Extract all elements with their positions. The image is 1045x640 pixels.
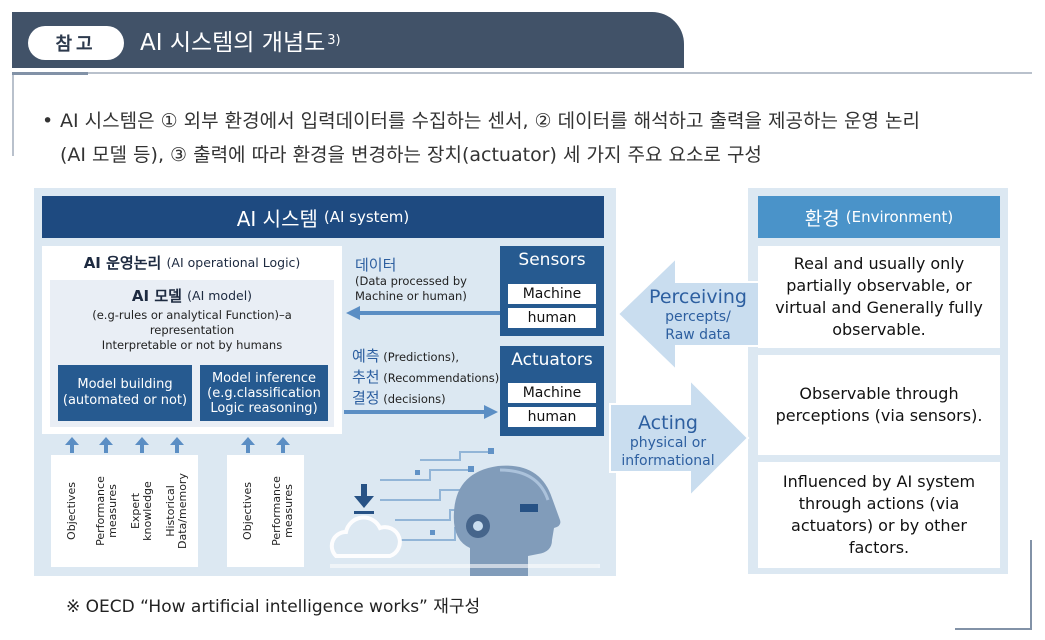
frame-right-line	[1030, 540, 1032, 630]
operational-logic-title-ko: AI 운영논리	[83, 254, 162, 272]
ai-model-description: (e.g-rules or analytical Function)–a rep…	[50, 308, 334, 353]
input-column: Historical Data/memory	[156, 455, 198, 567]
frame-left-line	[12, 72, 14, 156]
environment-box-observability: Real and usually only partially observab…	[758, 246, 1000, 348]
actuators-machine: Machine	[508, 383, 596, 403]
ai-model-title: AI 모델 (AI model)	[50, 285, 334, 306]
frame-bottom-line	[955, 628, 1032, 630]
ai-system-title-en: (AI system)	[323, 208, 410, 226]
ai-model-desc-line-2: Interpretable or not by humans	[101, 338, 283, 352]
data-description: (Data processed by Machine or human)	[355, 274, 467, 304]
environment-header: 환경 (Environment)	[758, 196, 1000, 238]
frame-corner-mark	[12, 72, 88, 75]
intro-line-1: • AI 시스템은 ① 외부 환경에서 입력데이터를 수집하는 센서, ② 데이터…	[42, 104, 1022, 138]
model-building-line-1: Model building	[77, 377, 173, 392]
output-ko: 예측	[352, 347, 380, 365]
input-column-label: Performance measures	[270, 476, 295, 546]
model-inference-line-2: (e.g.classification	[207, 385, 321, 401]
output-en: (Recommendations),	[383, 371, 503, 385]
bullet-icon: •	[42, 110, 54, 132]
output-ko: 추천	[352, 368, 380, 386]
data-desc-line-2: Machine or human)	[355, 289, 467, 303]
input-column-label: Objectives	[65, 482, 78, 540]
output-en: (decisions)	[383, 392, 446, 406]
badge-label: 참고	[55, 34, 97, 55]
cloud-icon	[329, 515, 402, 558]
operational-logic-title: AI 운영논리 (AI operational Logic)	[42, 252, 342, 273]
title-footnote: 3)	[327, 32, 341, 48]
acting-sub-1: physical or	[629, 435, 707, 451]
operational-logic-title-en: (AI operational Logic)	[166, 255, 301, 270]
ai-model-title-en: (AI model)	[187, 288, 253, 303]
reference-badge: 참고	[28, 26, 124, 60]
output-flow-arrowhead	[484, 405, 498, 419]
ai-system-header: AI 시스템 (AI system)	[42, 196, 604, 238]
input-column-label: Expert knowledge	[129, 481, 154, 541]
output-item: 결정 (decisions)	[352, 388, 503, 409]
perceiving-title: Perceiving	[649, 286, 747, 308]
intro-line-1-text: AI 시스템은 ① 외부 환경에서 입력데이터를 수집하는 센서, ② 데이터를…	[60, 110, 920, 132]
model-inference-line-3: Logic reasoning)	[210, 400, 318, 416]
environment-box-text: Real and usually only partially observab…	[775, 254, 983, 339]
output-item: 추천 (Recommendations),	[352, 367, 503, 388]
perceiving-sub-1: percepts/	[665, 309, 731, 325]
acting-title: Acting	[638, 412, 698, 434]
model-building-box: Model building (automated or not)	[58, 365, 192, 421]
perceiving-label: Perceiving percepts/ Raw data	[628, 286, 768, 344]
input-column: Performance measures	[262, 455, 304, 567]
input-column-label: Objectives	[241, 482, 254, 540]
acting-label: Acting physical or informational	[608, 412, 728, 470]
model-inference-line-1: Model inference	[211, 370, 317, 386]
environment-box-text: Observable through perceptions (via sens…	[775, 384, 983, 425]
source-note: ※ OECD “How artificial intelligence work…	[66, 597, 481, 617]
sensors-title: Sensors	[518, 250, 586, 270]
model-building-line-2: (automated or not)	[62, 393, 188, 408]
environment-box-perception: Observable through perceptions (via sens…	[758, 355, 1000, 455]
ai-model-desc-line-1: (e.g-rules or analytical Function)–a rep…	[92, 308, 292, 337]
outputs-list: 예측 (Predictions), 추천 (Recommendations), …	[352, 346, 503, 409]
environment-box-text: Influenced by AI system through actions …	[782, 472, 976, 557]
download-icon	[354, 484, 374, 514]
robot-head-icon	[453, 465, 561, 576]
environment-box-influence: Influenced by AI system through actions …	[758, 462, 1000, 568]
sensors-human: human	[508, 308, 596, 328]
output-item: 예측 (Predictions),	[352, 346, 503, 367]
perceiving-sub-2: Raw data	[665, 327, 731, 343]
input-up-arrows	[65, 437, 290, 453]
input-column-label: Performance measures	[94, 476, 119, 546]
output-ko: 결정	[352, 389, 380, 407]
sensors-machine: Machine	[508, 284, 596, 304]
environment-title-en: (Environment)	[845, 208, 954, 226]
acting-sub-2: informational	[621, 453, 715, 469]
ai-model-title-ko: AI 모델	[131, 287, 182, 305]
model-inference-box: Model inference (e.g.classification Logi…	[200, 365, 328, 421]
environment-title: 환경	[804, 207, 840, 230]
output-en: (Predictions),	[383, 350, 460, 364]
acting-arrow	[609, 377, 750, 499]
frame-top-line	[12, 72, 1032, 74]
ai-system-title: AI 시스템	[236, 206, 318, 231]
actuators-human: human	[508, 407, 596, 427]
data-label: 데이터	[355, 256, 397, 274]
data-desc-line-1: (Data processed by	[355, 274, 467, 288]
actuators-title: Actuators	[511, 350, 593, 370]
header-bar	[12, 12, 684, 68]
ai-head-illustration	[318, 440, 600, 576]
page-title-text: AI 시스템의 개념도	[140, 30, 326, 56]
intro-line-2: (AI 모델 등), ③ 출력에 따라 환경을 변경하는 장치(actuator…	[60, 144, 762, 166]
intro-text: • AI 시스템은 ① 외부 환경에서 입력데이터를 수집하는 센서, ② 데이터…	[42, 104, 1022, 172]
input-column-label: Historical Data/memory	[164, 473, 189, 549]
data-flow-arrowhead	[346, 306, 360, 320]
